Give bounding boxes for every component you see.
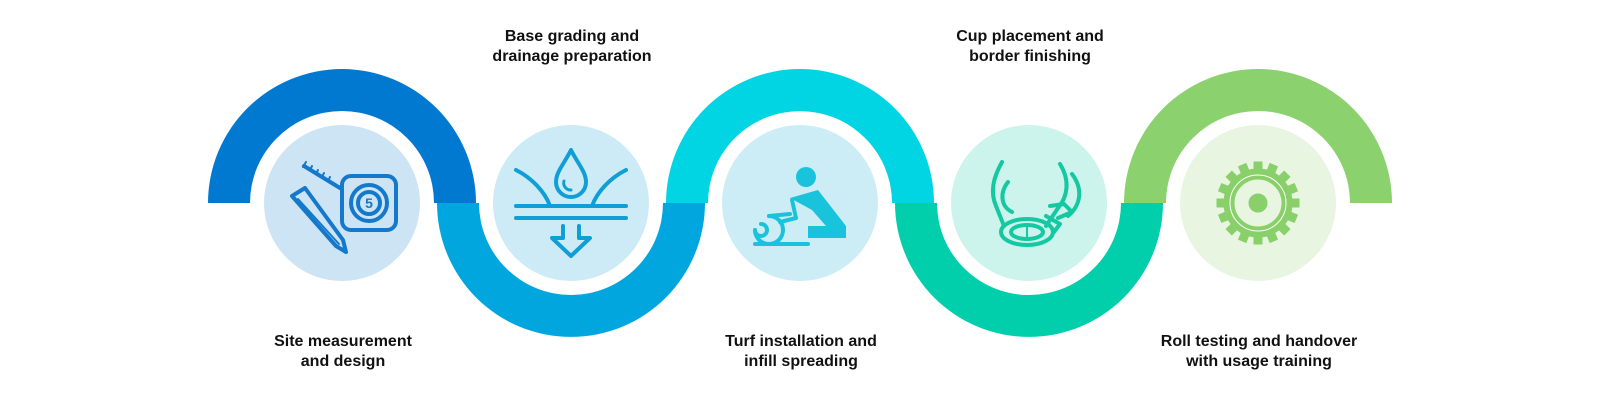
step-1-arc <box>208 69 476 203</box>
step-3-label-line2: infill spreading <box>744 353 858 370</box>
step-4-label-line1: Cup placement and <box>956 28 1104 45</box>
person-rolling-turf-icon <box>753 167 846 246</box>
step-4-label: Cup placement and border finishing <box>910 27 1150 67</box>
gear-icon <box>1216 161 1300 245</box>
step-2-circle <box>493 125 649 281</box>
step-2-label: Base grading and drainage preparation <box>452 27 692 67</box>
step-5-label-line1: Roll testing and handover <box>1160 333 1358 350</box>
step-1-label-line1: Site measurement <box>274 333 412 350</box>
step-1-label: Site measurement and design <box>223 332 463 372</box>
svg-text:5: 5 <box>365 195 373 211</box>
step-2-label-line1: Base grading and <box>504 28 640 45</box>
step-5-arc <box>1124 69 1392 203</box>
step-1-label-line2: and design <box>300 353 386 370</box>
hands-placing-cup-icon <box>990 160 1082 247</box>
step-4-label-line2: border finishing <box>969 48 1091 65</box>
step-5-label-line2: with usage training <box>1186 353 1332 370</box>
step-5-label: Roll testing and handover with usage tra… <box>1139 332 1379 372</box>
tape-measure-pencil-icon: 5 <box>290 161 398 254</box>
step-4-circle <box>951 125 1107 281</box>
water-drop-drainage-icon <box>514 148 628 258</box>
step-3-arc <box>666 69 934 203</box>
step-2-arc <box>437 203 705 337</box>
step-3-label: Turf installation and infill spreading <box>681 332 921 372</box>
step-2-label-line2: drainage preparation <box>492 48 652 65</box>
step-4-arc <box>895 203 1163 337</box>
step-3-label-line1: Turf installation and <box>725 333 877 350</box>
